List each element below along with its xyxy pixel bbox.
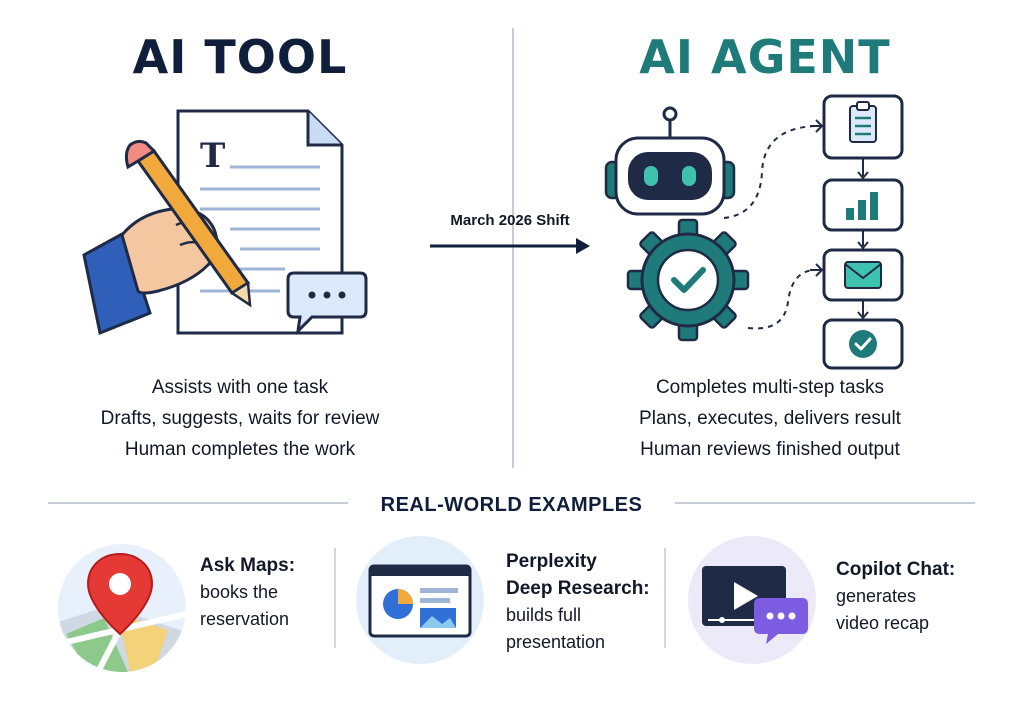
transition-arrow-icon: [430, 238, 590, 254]
example-title-line: Perplexity: [506, 551, 597, 572]
workflow-step-checklist-icon: [822, 94, 904, 160]
agent-workflow-illustration: [604, 94, 904, 370]
example-description-line: generates: [836, 586, 917, 606]
example-description-line: books the: [200, 582, 279, 602]
example-ask-maps: Ask Maps: books the reservation: [200, 552, 340, 633]
feature-line: Human reviews finished output: [640, 439, 900, 460]
ai-tool-features: Assists with one task Drafts, suggests, …: [40, 372, 440, 465]
video-chat-icon: [688, 536, 816, 664]
chat-bubble-icon: [286, 271, 368, 336]
example-title-line: Deep Research:: [506, 578, 650, 599]
example-description-line: video recap: [836, 613, 930, 633]
example-description-line: reservation: [200, 609, 290, 629]
feature-line: Plans, executes, delivers result: [639, 408, 901, 429]
example-title: Ask Maps:: [200, 555, 296, 576]
ai-agent-features: Completes multi-step tasks Plans, execut…: [540, 372, 1000, 465]
feature-line: Completes multi-step tasks: [655, 377, 885, 398]
map-pin-icon: [58, 544, 186, 672]
example-title: Copilot Chat:: [836, 559, 956, 580]
ai-tool-title: AI TOOL: [132, 30, 348, 84]
connector-line: [747, 269, 817, 330]
ai-agent-title: AI AGENT: [639, 30, 891, 84]
example-description-line: builds full: [506, 605, 582, 625]
example-divider: [334, 548, 336, 648]
workflow-step-chart-icon: [822, 178, 904, 232]
pencil-icon: [124, 139, 252, 308]
example-description-line: presentation: [506, 632, 606, 652]
workflow-step-done-icon: [822, 318, 904, 370]
examples-section-title: REAL-WORLD EXAMPLES: [380, 494, 643, 516]
connector-line: [723, 125, 817, 219]
example-divider: [664, 548, 666, 648]
robot-icon: [604, 106, 736, 216]
center-divider: [512, 28, 514, 468]
section-divider-right: [675, 502, 975, 504]
example-perplexity: Perplexity Deep Research: builds full pr…: [506, 548, 666, 656]
section-divider-left: [48, 502, 348, 504]
gear-check-icon: [626, 218, 750, 342]
feature-line: Human completes the work: [124, 439, 356, 460]
presentation-chart-icon: [356, 536, 484, 664]
transition-label: March 2026 Shift: [450, 212, 570, 229]
feature-line: Assists with one task: [151, 377, 329, 398]
feature-line: Drafts, suggests, waits for review: [100, 408, 380, 429]
example-copilot-chat: Copilot Chat: generates video recap: [836, 556, 986, 637]
svg-text:T: T: [200, 136, 225, 176]
document-writing-illustration: T: [82, 109, 368, 336]
workflow-step-email-icon: [822, 248, 904, 302]
